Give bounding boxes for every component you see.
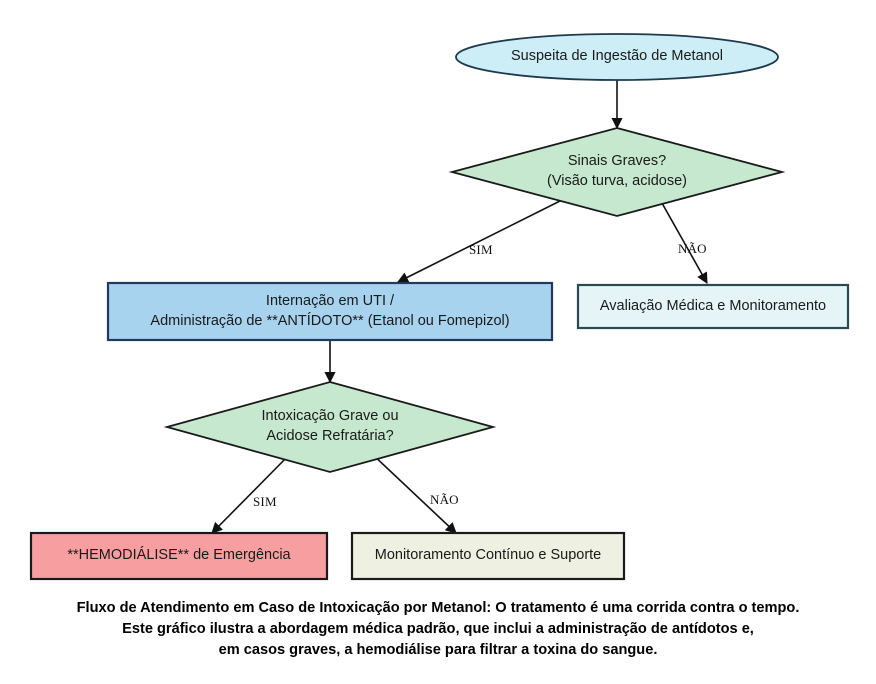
edge-label-decision1-nao: NÃO [678, 241, 707, 256]
edge-decision2-to-monitoramento [369, 451, 457, 534]
edge-decision1-to-avaliacao [657, 195, 708, 284]
node-decision1-diamond[interactable] [448, 127, 786, 217]
figure-caption: Fluxo de Atendimento em Caso de Intoxica… [76, 600, 800, 659]
edge-label-decision2-sim: SIM [253, 494, 277, 509]
node-decision2-diamond[interactable] [163, 381, 497, 473]
node-start-ellipse[interactable] [455, 33, 779, 81]
node-uti-rect[interactable] [106, 281, 554, 342]
edge-decision2-to-hemodialise [211, 451, 293, 534]
node-hemodialise-rect[interactable] [29, 531, 329, 581]
edge-label-decision1-sim: SIM [469, 242, 493, 257]
node-monitoramento-rect[interactable] [350, 531, 626, 581]
edge-label-decision2-nao: NÃO [430, 492, 459, 507]
node-avaliacao-rect[interactable] [576, 283, 850, 330]
edge-decision1-to-uti [396, 195, 571, 283]
